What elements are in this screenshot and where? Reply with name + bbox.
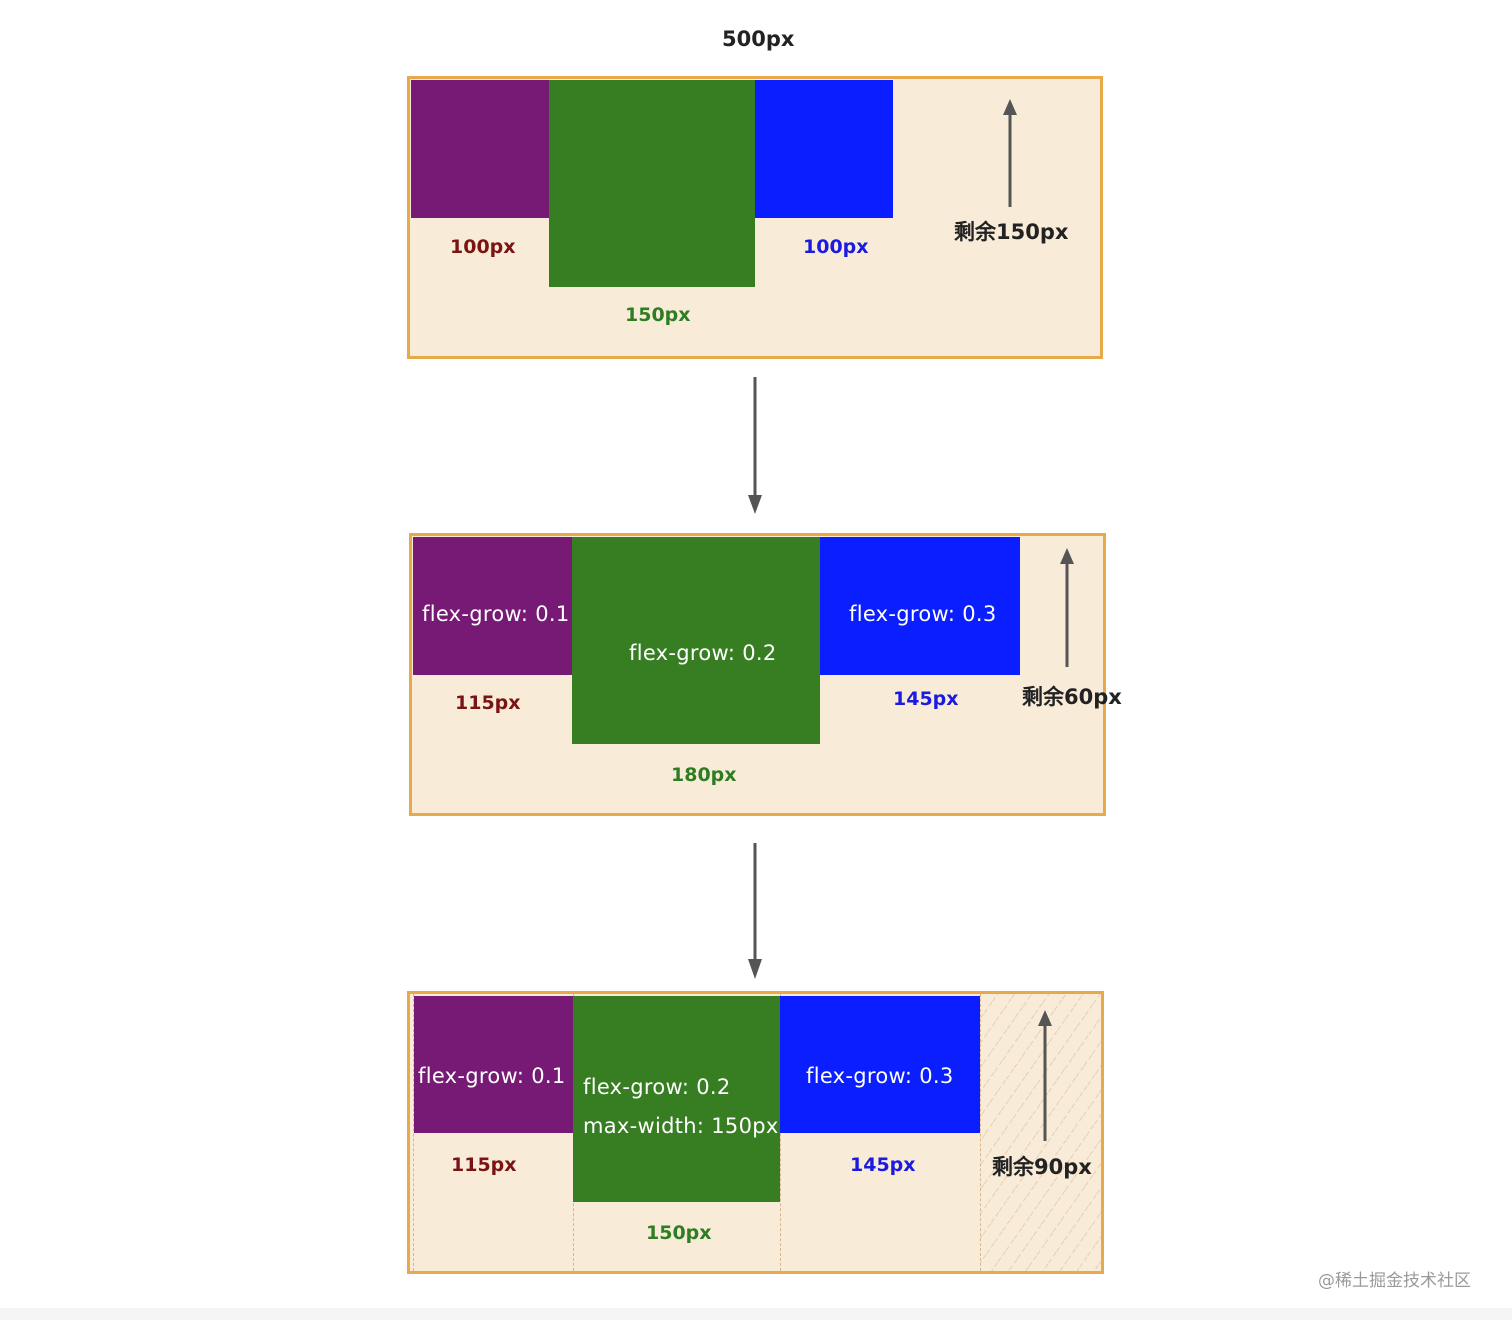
flex-container-max-width: flex-grow: 0.1 flex-grow: 0.2 max-width:…	[407, 991, 1104, 1274]
green-flex-grow-text: flex-grow: 0.2	[583, 1075, 731, 1099]
blue-item	[780, 996, 980, 1133]
up-arrow-icon	[1038, 1010, 1052, 1141]
flex-container-grow: flex-grow: 0.1 flex-grow: 0.2 flex-grow:…	[409, 533, 1122, 816]
purple-flex-grow-text: flex-grow: 0.1	[422, 602, 570, 626]
blue-size-label: 145px	[850, 1154, 916, 1176]
up-arrow-icon	[1003, 99, 1017, 207]
green-max-width-text: max-width: 150px	[583, 1114, 779, 1138]
blue-item	[755, 80, 893, 218]
blue-size-label: 145px	[893, 688, 959, 710]
green-size-label: 150px	[646, 1222, 712, 1244]
bottom-band	[0, 1308, 1512, 1320]
width-label: 500px	[722, 27, 795, 51]
remaining-space-label: 剩余150px	[954, 220, 1069, 244]
watermark: @稀土掘金技术社区	[1318, 1271, 1471, 1291]
down-arrow-icon	[748, 843, 762, 979]
flex-container-initial: 100px 150px 100px 剩余150px	[407, 76, 1103, 359]
remaining-space-label: 剩余60px	[1022, 685, 1122, 709]
blue-flex-grow-text: flex-grow: 0.3	[849, 602, 997, 626]
purple-item	[413, 537, 572, 675]
remaining-space-hatch	[980, 994, 1101, 1271]
green-item	[573, 996, 780, 1202]
purple-flex-grow-text: flex-grow: 0.1	[418, 1064, 566, 1088]
remaining-space-label: 剩余90px	[992, 1155, 1092, 1179]
green-item	[572, 537, 820, 744]
purple-size-label: 115px	[451, 1154, 517, 1176]
down-arrow-icon	[748, 377, 762, 514]
green-flex-grow-text: flex-grow: 0.2	[629, 641, 777, 665]
green-item	[549, 80, 755, 287]
up-arrow-icon	[1060, 548, 1074, 667]
blue-item	[820, 537, 1020, 675]
purple-item	[414, 996, 573, 1133]
purple-item	[411, 80, 549, 218]
blue-flex-grow-text: flex-grow: 0.3	[806, 1064, 954, 1088]
blue-size-label: 100px	[803, 236, 869, 258]
column-divider	[413, 994, 414, 1271]
green-size-label: 180px	[671, 764, 737, 786]
purple-size-label: 115px	[455, 692, 521, 714]
green-size-label: 150px	[625, 304, 691, 326]
purple-size-label: 100px	[450, 236, 516, 258]
column-divider	[980, 994, 981, 1271]
